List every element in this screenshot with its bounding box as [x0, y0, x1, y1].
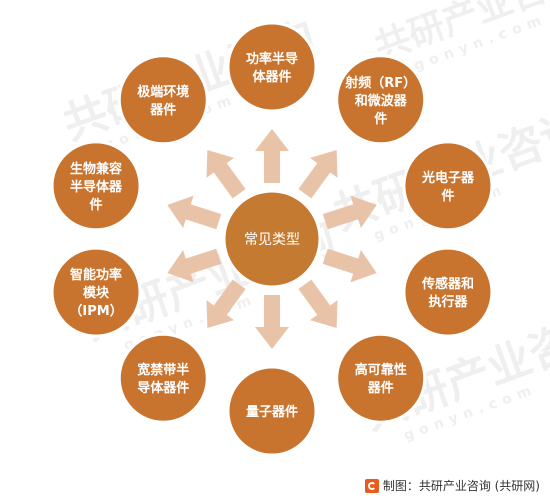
arrow-to-optoelectronic	[322, 195, 377, 230]
center-label: 常见类型	[244, 232, 300, 248]
node-circle	[226, 21, 318, 113]
node-label-line: 件	[90, 197, 103, 213]
arrow-to-rf-acoustic-wave	[298, 150, 338, 199]
node-circle	[50, 246, 142, 338]
node-circle	[117, 54, 209, 146]
node-circle	[335, 332, 427, 424]
node-circle	[226, 365, 318, 457]
arrow-to-ipm	[167, 248, 222, 283]
node-label-line: 量子器件	[246, 404, 298, 420]
node-label-line: 和微波器	[355, 93, 408, 109]
node-label-line: （IPM）	[69, 303, 122, 319]
node-label-line: 执行器	[428, 294, 468, 310]
node-label-line: 模块	[83, 285, 110, 301]
node-label-line: 导体器件	[137, 380, 189, 396]
node-label-line: 体器件	[252, 69, 291, 85]
arrow-to-high-reliability	[298, 279, 338, 328]
node-circle	[117, 332, 209, 424]
node-label-line: 半导体器	[70, 179, 123, 195]
node-quantum: 量子器件	[226, 365, 318, 457]
footer-credit: 制图：共研产业咨询 (共研网)	[364, 477, 540, 494]
node-label-line: 射频（RF）	[344, 75, 416, 91]
node-label-line: 器件	[149, 102, 176, 118]
node-label-line: 生物兼容	[70, 161, 122, 177]
node-circle	[402, 246, 494, 338]
node-label-line: 极端环境	[137, 84, 189, 100]
node-label-line: 传感器和	[421, 276, 474, 292]
arrow-to-sensor-actuator	[322, 248, 377, 283]
node-label-line: 光电子器	[421, 170, 475, 186]
node-label-line: 高可靠性	[355, 362, 407, 378]
arrow-to-wide-bandgap	[206, 279, 246, 328]
arrow-to-quantum	[255, 295, 289, 349]
arrow-to-biocompatible	[167, 195, 222, 230]
node-label-line: 件	[374, 111, 387, 127]
node-label-line: 功率半导	[246, 51, 298, 67]
node-label-line: 宽禁带半	[136, 362, 189, 378]
arrow-to-extreme-environment	[206, 150, 246, 199]
arrow-to-power-semiconductor	[255, 129, 289, 183]
node-group: 功率半导体器件射频（RF）和微波器件光电子器件传感器和执行器高可靠性器件量子器件…	[50, 21, 494, 457]
node-circle	[335, 54, 427, 146]
node-label-line: 智能功率	[70, 267, 122, 283]
center-node: 常见类型	[222, 189, 322, 289]
node-label-line: 件	[441, 188, 454, 204]
node-circle	[402, 140, 494, 232]
node-label-line: 器件	[367, 380, 394, 396]
gonyn-logo-icon	[364, 478, 379, 493]
arrow-group	[167, 129, 377, 349]
footer-text: 制图：共研产业咨询 (共研网)	[382, 479, 540, 493]
node-circle	[50, 140, 142, 232]
